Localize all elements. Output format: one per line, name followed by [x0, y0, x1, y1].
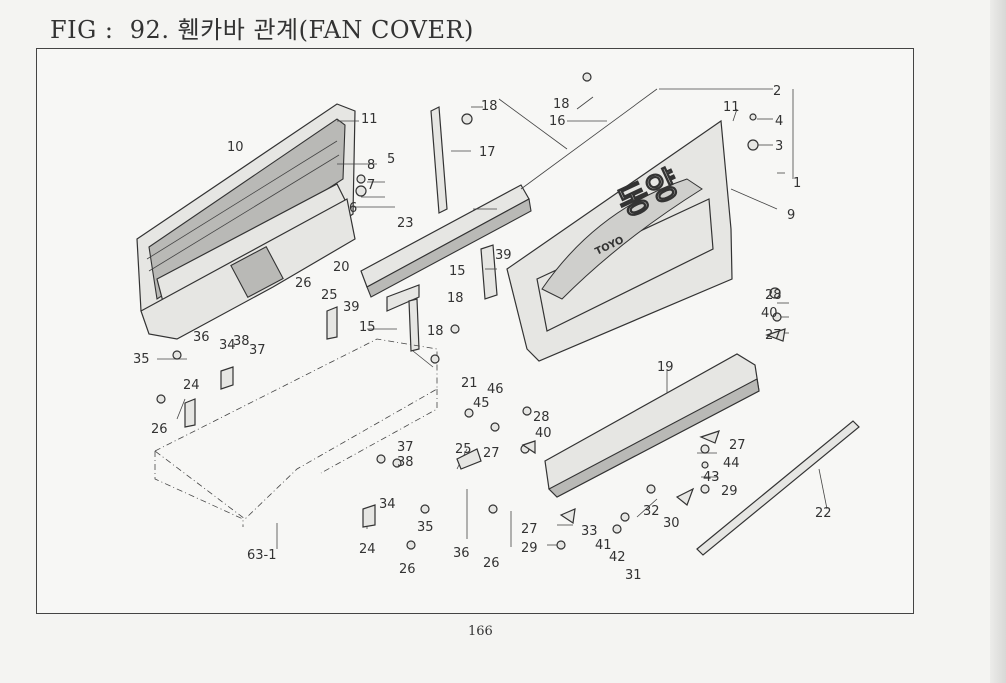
callout: 24: [359, 542, 376, 557]
callout: 36: [193, 330, 210, 345]
callout: 36: [453, 546, 470, 561]
callout: 11: [723, 100, 740, 115]
page-number: 166: [468, 624, 493, 639]
callout: 19: [657, 360, 674, 375]
callout: 8: [367, 158, 375, 173]
callout: 29: [521, 541, 538, 556]
callout: 29: [721, 484, 738, 499]
hardware-fasteners: [156, 72, 786, 550]
part-bottom-rail-19: [544, 353, 760, 498]
callout: 15: [359, 320, 376, 335]
callout: 28: [765, 288, 782, 303]
part-bracket-center: [386, 244, 498, 352]
page-edge-shadow: [990, 0, 1006, 683]
callout: 40: [761, 306, 778, 321]
callout: 40: [535, 426, 552, 441]
callout: 39: [343, 300, 360, 315]
callout: 25: [455, 442, 472, 457]
callout: 34: [379, 497, 396, 512]
callout: 2: [773, 84, 781, 99]
part-strip-17: [430, 106, 448, 214]
figure-title: FIG : 92. 휀카바 관계(FAN COVER): [50, 16, 474, 44]
callout: 26: [483, 556, 500, 571]
callout: 25: [321, 288, 338, 303]
callout: 22: [815, 506, 832, 521]
callout: 3: [775, 139, 783, 154]
callout: 24: [183, 378, 200, 393]
callout: 10: [227, 140, 244, 155]
callout: 16: [549, 114, 566, 129]
callout: 26: [295, 276, 312, 291]
callout: 27: [729, 438, 746, 453]
callout: 7: [367, 178, 375, 193]
callout: 26: [151, 422, 168, 437]
callout: 63-1: [247, 548, 277, 563]
callout: 42: [609, 550, 626, 565]
callout: 32: [643, 504, 660, 519]
callout: 44: [723, 456, 740, 471]
callout: 28: [533, 410, 550, 425]
callout-labels: 1 2 3 4 5 6 7 8 9 10 11 11 15 15 16 17 1…: [133, 84, 832, 583]
callout: 27: [483, 446, 500, 461]
callout: 18: [447, 291, 464, 306]
callout: 37: [249, 343, 266, 358]
callout: 18: [481, 99, 498, 114]
callout: 20: [333, 260, 350, 275]
callout: 35: [417, 520, 434, 535]
callout: 43: [703, 470, 720, 485]
part-fan-cover-9: 동양 TOYO: [506, 119, 733, 362]
callout: 33: [581, 524, 598, 539]
part-floor-frame-63-1: [154, 338, 438, 527]
callout: 21: [461, 376, 478, 391]
callout: 18: [427, 324, 444, 339]
callout: 6: [349, 201, 357, 216]
callout: 11: [361, 112, 378, 127]
exploded-parts-diagram: 동양 TOYO: [133, 72, 860, 583]
leader-lines: [157, 88, 828, 549]
part-panel-lower: [140, 198, 356, 340]
callout: 18: [553, 97, 570, 112]
callout: 26: [399, 562, 416, 577]
callout: 38: [397, 455, 414, 470]
callout: 46: [487, 382, 504, 397]
callout: 27: [521, 522, 538, 537]
part-rail-middle: [360, 184, 532, 298]
callout: 9: [787, 208, 795, 223]
callout: 23: [397, 216, 414, 231]
callout: 27: [765, 328, 782, 343]
callout: 15: [449, 264, 466, 279]
callout: 37: [397, 440, 414, 455]
callout: 30: [663, 516, 680, 531]
callout: 31: [625, 568, 642, 583]
callout: 41: [595, 538, 612, 553]
callout: 35: [133, 352, 150, 367]
callout: 1: [793, 176, 801, 191]
callout: 34: [219, 338, 236, 353]
diagram-frame: 동양 TOYO: [36, 48, 914, 614]
callout: 17: [479, 145, 496, 160]
callout: 45: [473, 396, 490, 411]
part-strip-22: [696, 420, 860, 556]
callout: 38: [233, 334, 250, 349]
callout: 39: [495, 248, 512, 263]
callout: 4: [775, 114, 783, 129]
callout: 5: [387, 152, 395, 167]
